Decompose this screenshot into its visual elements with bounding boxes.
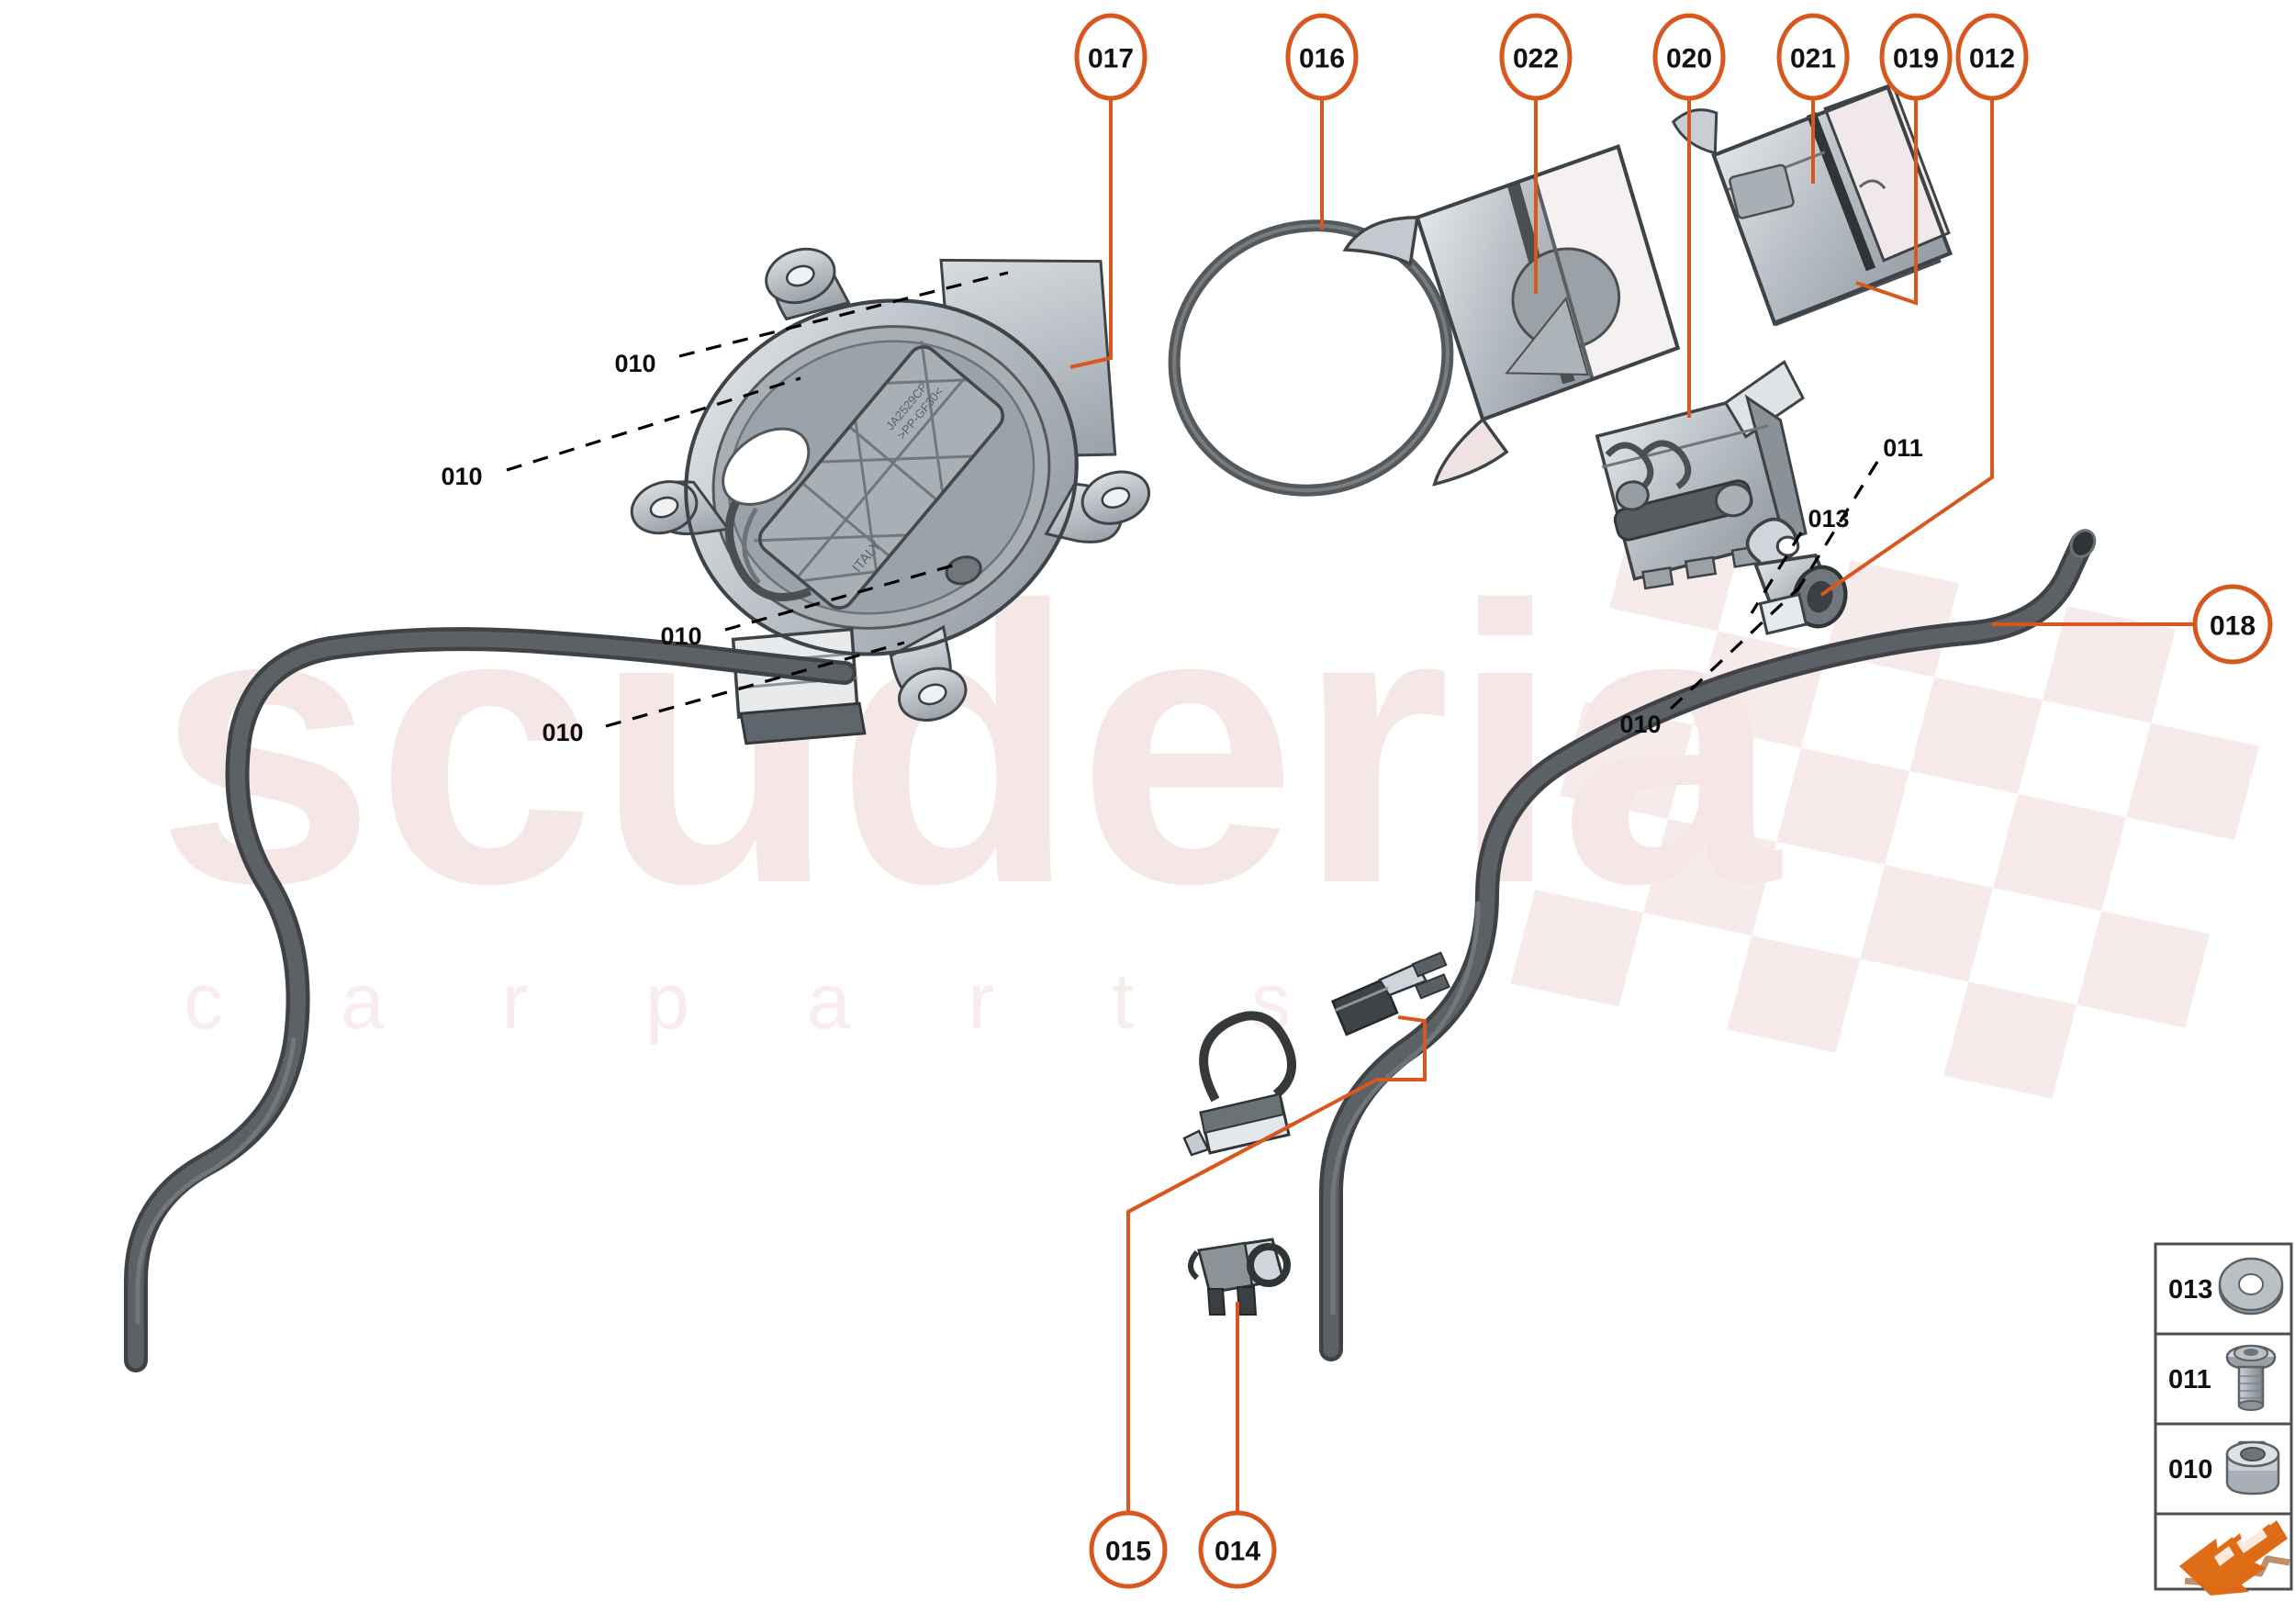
ref-label-010-e: 010 (1619, 711, 1661, 738)
bolt-icon (2225, 1344, 2277, 1411)
legend-row-arrow[interactable] (2179, 1520, 2290, 1596)
part-hose-retaining-clip-connector (1331, 951, 1450, 1036)
ref-label-010-d: 010 (542, 719, 583, 746)
callout-019[interactable]: 019 (1879, 13, 1953, 101)
callout-020-label: 020 (1666, 44, 1712, 74)
callout-012-label: 012 (1969, 44, 2015, 74)
leader-019 (1855, 87, 1918, 306)
checkered-flag-watermark (1510, 514, 2260, 1099)
legend-label-010: 010 (2168, 1455, 2212, 1484)
legend-row-013[interactable]: 013 (2168, 1257, 2284, 1316)
dashline-010-c (724, 564, 954, 632)
callout-015-label: 015 (1105, 1537, 1151, 1567)
dashline-010-d (605, 641, 905, 728)
legend-row-010[interactable]: 010 (2168, 1440, 2280, 1495)
callout-014[interactable]: 014 (1198, 1510, 1277, 1589)
part-charcoal-canister-bracket (1671, 82, 1953, 327)
part-venting-hose-left (124, 627, 856, 1372)
callout-018[interactable]: 018 (2192, 584, 2273, 665)
legend-row-011[interactable]: 011 (2168, 1344, 2277, 1411)
callout-019-label: 019 (1893, 44, 1939, 74)
ref-label-013: 013 (1808, 505, 1849, 532)
callout-012[interactable]: 012 (1955, 13, 2029, 101)
callout-021[interactable]: 021 (1776, 13, 1850, 101)
callout-016-label: 016 (1299, 44, 1345, 74)
callout-020[interactable]: 020 (1652, 13, 1726, 101)
dashline-010-b (506, 376, 801, 472)
orange-arrow-icon (2179, 1520, 2290, 1596)
dashline-010-e (1669, 586, 1801, 711)
callout-017-label: 017 (1088, 44, 1134, 74)
leader-012 (1819, 87, 1994, 597)
dashline-010-a (678, 271, 1009, 358)
legend-label-011: 011 (2168, 1365, 2211, 1394)
leader-015-branch (1127, 1015, 1427, 1214)
washer-icon (2218, 1257, 2284, 1316)
ref-label-010-c: 010 (660, 622, 701, 650)
part-air-duct-shroud (1342, 144, 1681, 487)
part-venting-valve (1595, 360, 1808, 590)
legend-label-013: 013 (2168, 1275, 2212, 1305)
callout-015[interactable]: 015 (1089, 1510, 1168, 1589)
ref-label-010-b: 010 (441, 463, 482, 490)
callout-017[interactable]: 017 (1074, 13, 1148, 101)
callout-021-label: 021 (1790, 44, 1836, 74)
leader-017 (1069, 87, 1113, 369)
part-fuel-filler-flap-housing: ITALY JA2529CP >PP-GF30< (630, 247, 1151, 745)
callout-014-label: 014 (1215, 1537, 1260, 1567)
part-venting-hose-right (1319, 529, 2097, 1361)
callout-016[interactable]: 016 (1285, 13, 1359, 101)
nut-icon (2225, 1440, 2280, 1495)
callout-022[interactable]: 022 (1499, 13, 1573, 101)
callout-022-label: 022 (1513, 44, 1559, 74)
watermark-sub-text: c a r p a r t s (184, 958, 1338, 1046)
part-hose-mounting-clip (1188, 1238, 1291, 1316)
part-hose-clamp (1745, 517, 1848, 635)
ref-label-010-a: 010 (614, 350, 655, 377)
callout-018-label: 018 (2210, 611, 2256, 642)
part-o-ring-seal (1168, 219, 1454, 497)
ref-label-011: 011 (1883, 434, 1923, 462)
